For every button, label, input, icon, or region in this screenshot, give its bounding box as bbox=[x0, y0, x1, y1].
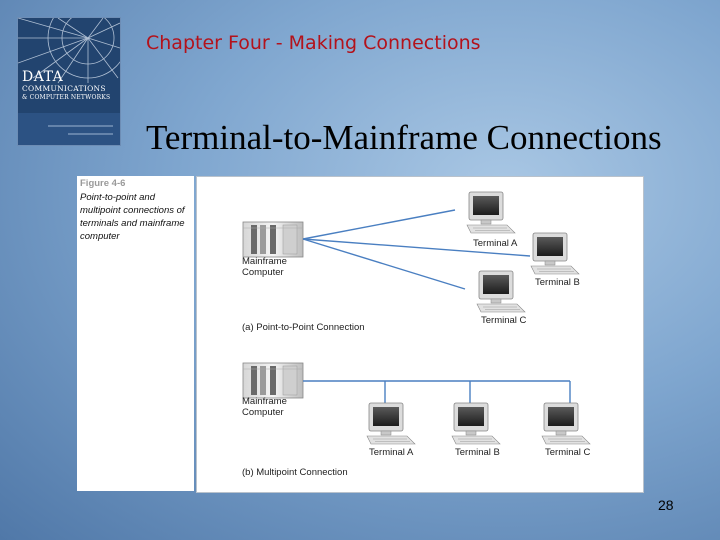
point-to-point-subcaption: (a) Point-to-Point Connection bbox=[242, 322, 365, 333]
figure-caption-panel: Figure 4-6 Point-to-point and multipoint… bbox=[77, 176, 194, 491]
book-cover-image: DATA COMMUNICATIONS & COMPUTER NETWORKS bbox=[17, 17, 121, 146]
terminal-b-label: Terminal B bbox=[455, 447, 500, 458]
link-terminal-a bbox=[302, 209, 456, 240]
multipoint-subcaption: (b) Multipoint Connection bbox=[242, 467, 348, 478]
terminal-c-icon bbox=[476, 270, 526, 313]
terminal-a-label: Terminal A bbox=[473, 238, 518, 249]
terminal-b-icon bbox=[451, 402, 501, 445]
book-title-line1: DATA bbox=[22, 69, 64, 85]
multipoint-section bbox=[242, 362, 591, 445]
slide-title: Terminal-to-Mainframe Connections bbox=[146, 118, 662, 157]
mainframe-computer-icon bbox=[242, 362, 304, 399]
terminal-b-label: Terminal B bbox=[535, 277, 580, 288]
book-title-line2: COMMUNICATIONS bbox=[22, 84, 106, 93]
figure-diagram: Terminal A Terminal B Terminal C Mainfra… bbox=[196, 176, 644, 493]
terminal-a-icon bbox=[466, 191, 516, 234]
link-terminal-c bbox=[302, 238, 466, 290]
chapter-heading: Chapter Four - Making Connections bbox=[146, 32, 481, 54]
terminal-a-label: Terminal A bbox=[369, 447, 414, 458]
wheel-graphic bbox=[18, 18, 120, 145]
terminal-c-label: Terminal C bbox=[481, 315, 527, 326]
terminal-b-icon bbox=[530, 232, 580, 275]
figure-caption: Point-to-point and multipoint connection… bbox=[80, 192, 185, 242]
terminal-c-label: Terminal C bbox=[545, 447, 591, 458]
mainframe-computer-icon bbox=[242, 221, 304, 258]
diagram-canvas bbox=[242, 191, 591, 445]
point-to-point-section bbox=[242, 191, 580, 313]
page-number: 28 bbox=[658, 497, 674, 513]
mainframe-label: Mainframe Computer bbox=[242, 256, 287, 278]
figure-label: Figure 4-6 bbox=[80, 178, 126, 189]
mainframe-label: Mainframe Computer bbox=[242, 396, 287, 418]
book-title-line3: & COMPUTER NETWORKS bbox=[22, 93, 111, 101]
book-title: DATA COMMUNICATIONS & COMPUTER NETWORKS bbox=[22, 70, 110, 101]
terminal-a-icon bbox=[366, 402, 416, 445]
terminal-c-icon bbox=[541, 402, 591, 445]
link-terminal-b bbox=[302, 238, 531, 257]
